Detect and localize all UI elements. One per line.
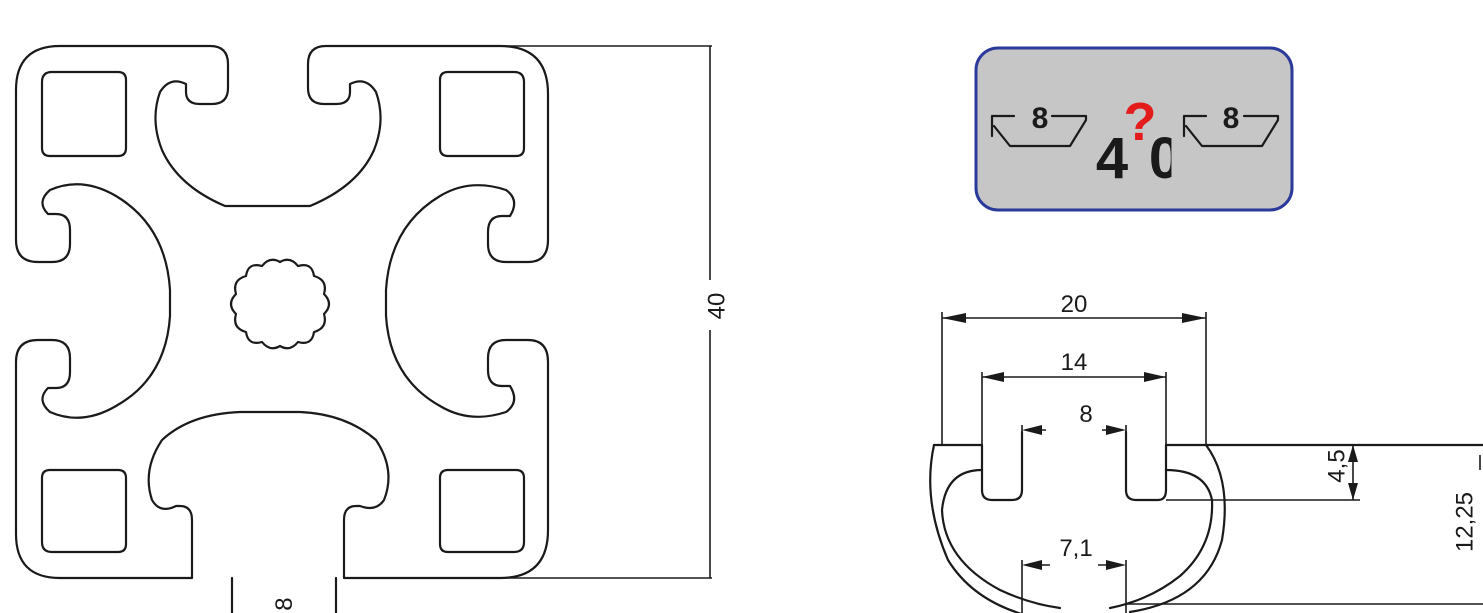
badge-slot-size-left: 8 [1032, 102, 1049, 135]
badge-slot-size-right: 8 [1223, 102, 1240, 135]
center-bore [229, 258, 331, 350]
badge-question-mark: ? [1124, 92, 1157, 152]
dim-20-arrow-right [1182, 313, 1206, 323]
pocket-bottom-left [40, 468, 128, 554]
pocket-top-left [40, 70, 128, 158]
dim-4-5-arrow-bottom [1348, 483, 1358, 500]
dim-20-arrow-left [942, 313, 966, 323]
badge-slot-icon-right [1182, 114, 1280, 148]
pocket-top-right [438, 70, 526, 158]
slot-groove-inner [940, 468, 1214, 610]
slot-profile-right [1124, 430, 1483, 502]
dim-7-1-arrow-right [1106, 560, 1126, 570]
dim-label-4-5: 4,5 [1323, 449, 1350, 482]
pocket-bottom-right [438, 468, 526, 554]
dim-label-7-1: 7,1 [1059, 535, 1092, 562]
dim-label-12-25: 12,25 [1451, 492, 1478, 552]
dim-label-20: 20 [1061, 291, 1088, 318]
dim-label-8-bottom: 8 [271, 597, 298, 610]
profile-outer-contour [14, 44, 550, 580]
dim-label-40: 40 [703, 293, 730, 320]
dim-label-14: 14 [1061, 349, 1088, 376]
badge-size-digit-1: 4 [1096, 126, 1128, 191]
dim-14-arrow-left [982, 372, 1004, 382]
dim-7-1-arrow-left [1022, 560, 1042, 570]
dim-4-5-arrow-top [1348, 445, 1358, 462]
dim-label-8: 8 [1079, 401, 1092, 428]
dim-8-arrow-right [1106, 425, 1126, 435]
dim-14-arrow-right [1144, 372, 1166, 382]
badge-slot-icon-left [990, 114, 1088, 148]
slot-profile-left [932, 430, 1024, 502]
slot-detail-drawing: 20 14 8 7,1 4,5 [929, 291, 1483, 613]
profile-cross-section: 40 8 [14, 44, 730, 613]
badge-background [974, 46, 1294, 212]
dim-8-arrow-left [1022, 425, 1042, 435]
slot-size-badge: 8 8 4 0 ? [974, 46, 1294, 212]
